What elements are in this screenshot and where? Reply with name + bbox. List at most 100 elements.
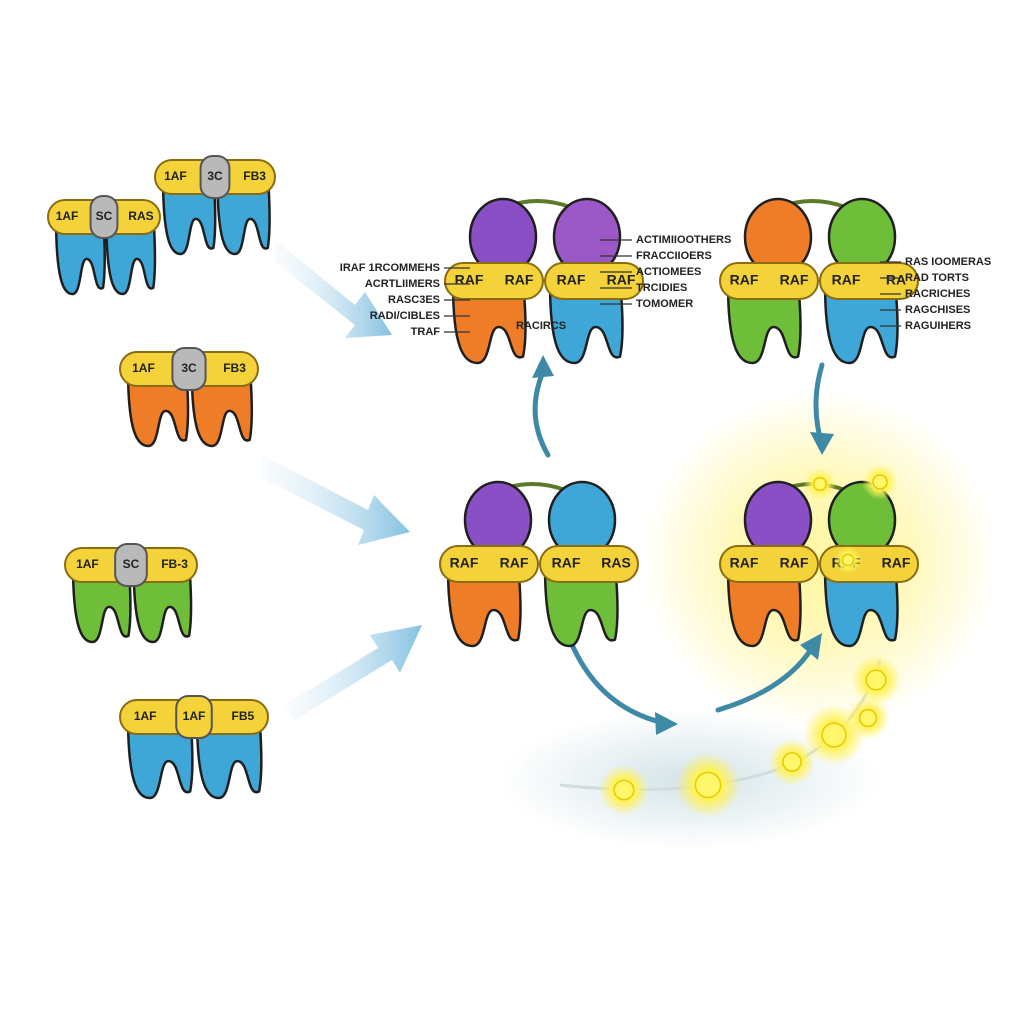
raf-band-right: [539, 545, 639, 583]
raf-band-left: [719, 545, 819, 583]
annotation-label: RACRICHES: [905, 288, 970, 300]
top-right-labels: RAS IOOMERAS RAD TORTS RACRICHES RAGCHISES R…: [880, 256, 991, 332]
lobe-right: [216, 174, 271, 256]
raf-pill-label: RAS: [601, 555, 631, 571]
raf-band-left: [444, 262, 544, 300]
arrow-from-bottom: [285, 625, 422, 720]
curve-arrow-right: [715, 645, 815, 713]
raf-band-right: [819, 262, 919, 300]
lobe-1: [446, 564, 522, 648]
raf-pill-label: RAF: [607, 272, 636, 288]
lobe-left: [161, 174, 217, 256]
cycle-arrows: [532, 362, 825, 725]
dimer-label-right: FB-3: [161, 557, 188, 571]
flow-arrows-left: [262, 240, 422, 720]
raf-band-left: [439, 545, 539, 583]
left-dimer-1: 1AF SC RAS: [47, 195, 161, 296]
curve-arrow-bottom: [565, 632, 663, 725]
glow-dot-core: [841, 553, 855, 567]
dimer-label-right: FB3: [223, 361, 246, 375]
dimer-label-left: 1AF: [76, 557, 99, 571]
annotation-label: ACTIMIIOOTHERS: [636, 234, 731, 246]
annotation-label: RAGCHISES: [905, 304, 970, 316]
annotation-label: TRCIDIES: [636, 282, 687, 294]
glow-dot-core: [812, 476, 828, 492]
dimer-label-right: FB3: [243, 169, 266, 183]
lobe-left: [71, 562, 132, 644]
raf-pill-label: RAF: [557, 272, 586, 288]
lobe-left: [54, 214, 106, 296]
glow-dot-core: [694, 771, 722, 799]
raf-pill-label: RAF: [780, 555, 809, 571]
left-dimer-3: 1AF 3C FB3: [119, 347, 259, 448]
raf-pill-label: RA: [886, 272, 906, 288]
lobe-2: [548, 281, 624, 365]
top-complex-left: RAF RAF RAF RAF: [444, 197, 644, 365]
lobe-2: [823, 564, 899, 648]
lobe-1: [451, 281, 527, 365]
glow-dot-core: [872, 474, 888, 490]
top-left-labels: IRAF 1RCOMMEHS ACRTLIIMERS RASC3ES RADI/CIB…: [340, 262, 470, 338]
glow-dot-core: [821, 722, 847, 748]
up-arrow: [532, 369, 551, 458]
top-mid-labels: ACTIMIIOOTHERS FRACCIIOERS ACTIOMEES TRCIDI…: [600, 234, 731, 310]
raf-pill-label: RAF: [730, 555, 759, 571]
annotation-label: RAD TORTS: [905, 272, 969, 284]
dimer-label-mid: 1AF: [183, 709, 206, 723]
top-inner-labels: RACIRCS: [516, 320, 566, 332]
annotation-label: RAGUIHERS: [905, 320, 971, 332]
lobe-right: [195, 714, 263, 800]
raf-pill-label: RAF: [882, 555, 911, 571]
raf-pill-label: RAF: [455, 272, 484, 288]
mid-badge: [114, 543, 148, 587]
mid-badge: [171, 347, 207, 391]
dimer-label-left: 1AF: [132, 361, 155, 375]
lobe-left: [126, 366, 190, 448]
annotation-label: FRACCIIOERS: [636, 250, 712, 262]
lobe-right: [132, 562, 193, 644]
dimer-label-right: FB5: [232, 709, 255, 723]
dimer-label-right: RAS: [128, 209, 153, 223]
lobe-right: [190, 366, 254, 448]
lobe-2: [823, 281, 899, 365]
glow-dot-core: [858, 708, 878, 728]
dimer-label-left: 1AF: [56, 209, 79, 223]
annotation-label: ACRTLIIMERS: [365, 278, 440, 290]
arrow-to-mid-complex: [262, 455, 410, 545]
raf-pill-label: RAF: [780, 272, 809, 288]
glow-dot-core: [613, 779, 635, 801]
lobe-2: [543, 564, 619, 648]
annotation-label: RASC3ES: [388, 294, 440, 306]
arrow-to-top-complex: [275, 240, 392, 338]
top-complex-right: RAF RAF RAF RA: [719, 197, 919, 365]
raf-pill-label: RAF: [832, 272, 861, 288]
raf-pill-label: RAF: [552, 555, 581, 571]
raf-pill-label: RAF: [505, 272, 534, 288]
mid-badge: [175, 695, 213, 739]
glow-dot-core: [782, 752, 802, 772]
mid-badge: [199, 155, 231, 199]
lobe-left: [126, 714, 194, 800]
raf-pill-label: RAF: [500, 555, 529, 571]
annotation-label: IRAF 1RCOMMEHS: [340, 262, 440, 274]
cycle-arrowheads: [532, 355, 834, 735]
annotation-label: RAS IOOMERAS: [905, 256, 991, 268]
lobe-1: [726, 281, 802, 365]
annotation-label: TRAF: [411, 326, 441, 338]
annotation-label: ACTIOMEES: [636, 266, 701, 278]
dimer-label-mid: 3C: [181, 361, 197, 375]
annotation-label: RADI/CIBLES: [370, 310, 440, 322]
mid-badge: [89, 195, 119, 239]
lobe-1: [726, 564, 802, 648]
dimer-label-mid: SC: [96, 209, 113, 223]
dimer-label-mid: 3C: [207, 169, 223, 183]
raf-band-left: [719, 262, 819, 300]
raf-pill-label: RAF: [730, 272, 759, 288]
annotation-label: RACIRCS: [516, 320, 566, 332]
lobe-right: [104, 214, 157, 296]
glow-dot-core: [865, 669, 887, 691]
